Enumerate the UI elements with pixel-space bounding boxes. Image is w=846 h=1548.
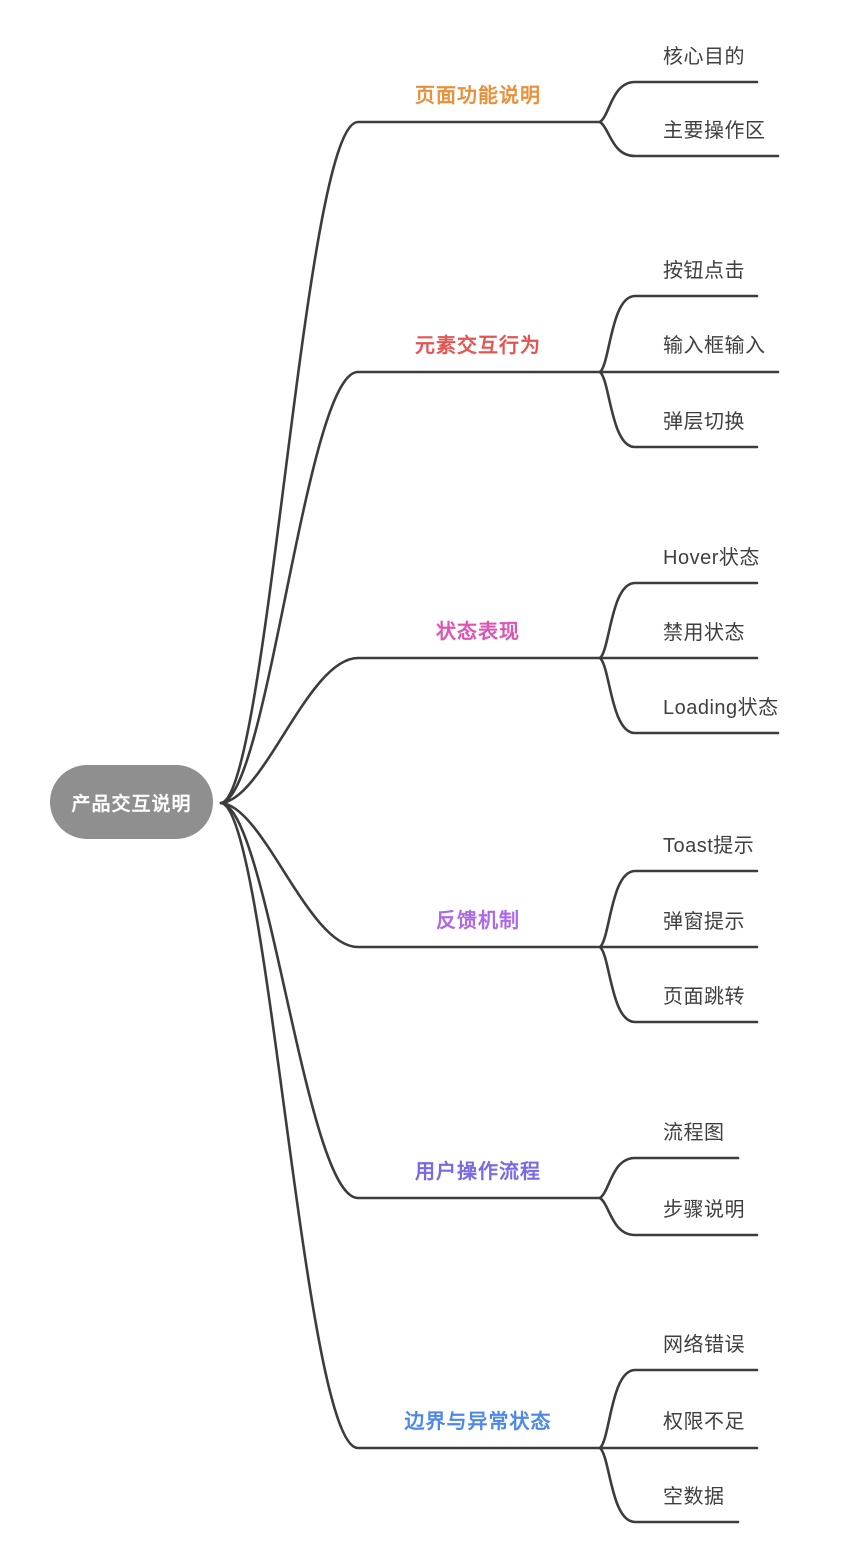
branch-2-curve [219,370,602,805]
branch-6-curve [219,801,602,1450]
branch-4-child-3-line [598,945,759,1024]
branch-2-child-3-line [598,370,759,449]
child-node-no-permission[interactable]: 权限不足 [663,1411,745,1433]
branch-2-child-1-line [598,294,759,374]
child-node-loading-state[interactable]: Loading状态 [663,697,779,719]
branch-3-child-1-line [598,581,759,660]
branch-4-child-1-line [598,869,759,949]
child-node-main-area[interactable]: 主要操作区 [663,120,766,142]
child-node-disabled-state[interactable]: 禁用状态 [663,622,745,644]
branch-6-child-1-line [598,1368,759,1450]
branch-label-feedback[interactable]: 反馈机制 [436,910,520,932]
child-node-core-purpose[interactable]: 核心目的 [663,46,745,68]
child-node-input-entry[interactable]: 输入框输入 [663,335,766,357]
child-node-flow-chart[interactable]: 流程图 [663,1122,725,1144]
branch-1-curve [219,120,602,805]
child-node-button-click[interactable]: 按钮点击 [663,260,745,282]
branch-label-edge-cases[interactable]: 边界与异常状态 [404,1411,552,1433]
child-node-dialog-tip[interactable]: 弹窗提示 [663,911,745,933]
child-node-toast-tip[interactable]: Toast提示 [663,835,755,857]
child-node-empty-data[interactable]: 空数据 [663,1486,725,1508]
branch-6-child-3-line [598,1446,740,1524]
root-node[interactable]: 产品交互说明 [50,765,213,839]
branch-label-user-flow[interactable]: 用户操作流程 [415,1161,541,1183]
branch-1-child-1-line [598,80,759,124]
branch-3-child-3-line [598,656,780,735]
branch-label-page-function[interactable]: 页面功能说明 [415,85,541,107]
branch-4-curve [219,801,602,949]
child-node-page-redirect[interactable]: 页面跳转 [663,986,745,1008]
branch-5-child-1-line [598,1156,740,1200]
child-node-network-error[interactable]: 网络错误 [663,1334,745,1356]
branch-label-state-display[interactable]: 状态表现 [436,621,520,643]
child-node-hover-state[interactable]: Hover状态 [663,547,760,569]
branch-label-element-interaction[interactable]: 元素交互行为 [415,335,541,357]
branch-1-child-2-line [598,120,780,158]
branch-5-child-2-line [598,1196,759,1237]
branch-3-curve [219,656,602,805]
branch-5-curve [219,801,602,1200]
child-node-layer-toggle[interactable]: 弹层切换 [663,411,745,433]
child-node-step-description[interactable]: 步骤说明 [663,1199,745,1221]
